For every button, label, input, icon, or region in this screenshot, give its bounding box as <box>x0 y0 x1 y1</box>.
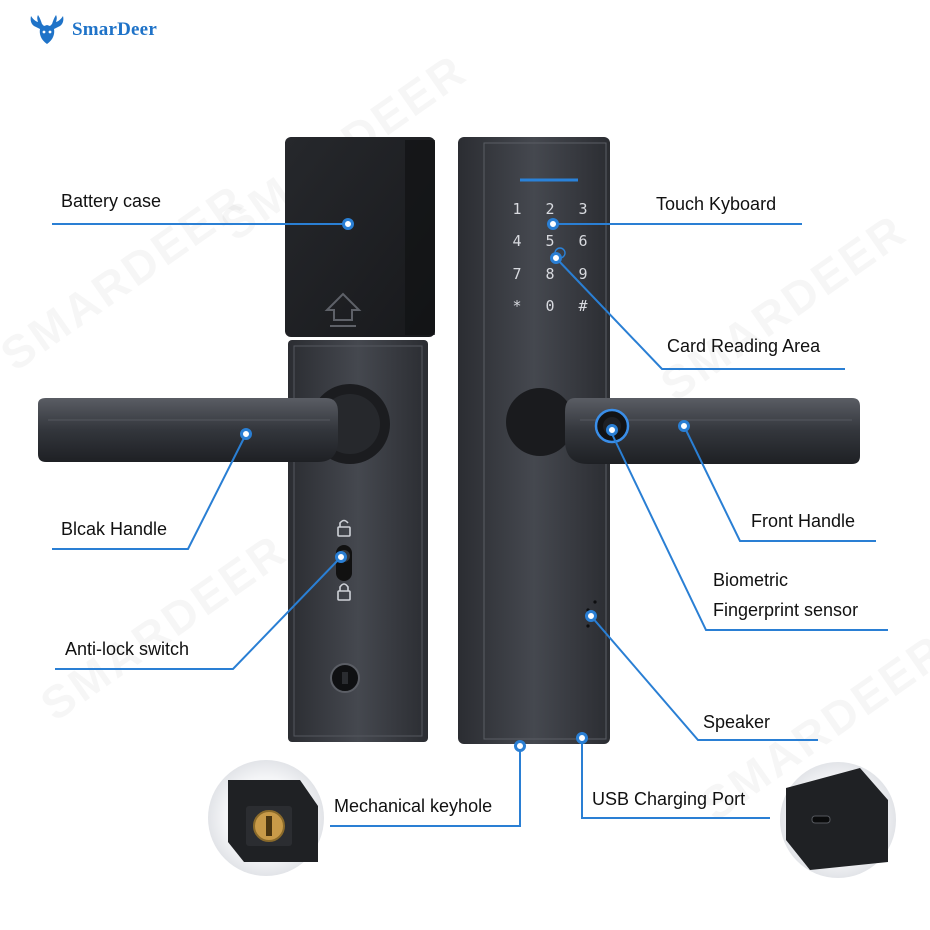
keypad-key-7: 8 <box>545 265 554 283</box>
battery-case <box>285 137 435 337</box>
keypad-key-8: 9 <box>578 265 587 283</box>
keypad-key-1: 2 <box>545 200 554 218</box>
deer-head-icon <box>30 15 64 44</box>
battery-arrow-icon <box>324 292 362 327</box>
keypad-key-4: 5 <box>545 232 554 250</box>
keyhole-closeup <box>208 760 324 876</box>
touch-keypad: 1 2 3 4 5 6 7 8 9 * 0 # <box>512 200 587 315</box>
keypad-key-9: * <box>512 297 521 315</box>
usb-port-icon <box>811 815 831 824</box>
label-front-handle: Front Handle <box>751 511 856 531</box>
front-handle <box>565 398 860 464</box>
back-lock-unit <box>38 137 435 742</box>
unlocked-padlock-icon <box>337 519 351 537</box>
keypad-key-0: 1 <box>512 200 521 218</box>
label-touch-keyboard: Touch Kyboard <box>656 194 777 214</box>
callout-dots <box>240 218 690 752</box>
callout-front-handle <box>683 425 876 542</box>
callout-speaker <box>590 615 818 741</box>
usb-port-closeup <box>780 762 896 878</box>
label-mechanical-keyhole: Mechanical keyhole <box>334 796 493 816</box>
keypad-key-10: 0 <box>545 297 554 315</box>
front-lock-unit: 1 2 3 4 5 6 7 8 9 * 0 # <box>458 137 860 744</box>
callout-back-handle <box>52 433 247 550</box>
callout-fingerprint <box>611 433 888 631</box>
keypad-key-2: 3 <box>578 200 587 218</box>
callout-keyhole <box>330 746 521 827</box>
label-speaker: Speaker <box>703 712 771 732</box>
callout-anti-lock <box>55 556 342 670</box>
front-handle-rosette <box>506 388 574 456</box>
callout-card-reading <box>555 257 845 370</box>
brand-name: SmarDeer <box>72 19 157 40</box>
keypad-key-3: 4 <box>512 232 521 250</box>
keypad-key-6: 7 <box>512 265 521 283</box>
label-usb-charging-port: USB Charging Port <box>592 789 746 809</box>
label-card-reading-area: Card Reading Area <box>667 336 821 356</box>
label-back-handle: Blcak Handle <box>61 519 168 539</box>
callout-lines <box>52 223 888 827</box>
brand-logo: SmarDeer <box>28 14 157 46</box>
keypad-key-11: # <box>578 297 587 315</box>
label-battery-case: Battery case <box>61 191 162 211</box>
callout-usb <box>581 738 770 819</box>
keypad-key-5: 6 <box>578 232 587 250</box>
locked-padlock-icon <box>337 583 351 601</box>
back-handle <box>38 398 338 462</box>
label-fingerprint-line1: Biometric <box>713 570 789 590</box>
label-fingerprint-line2: Fingerprint sensor <box>713 600 859 620</box>
label-anti-lock-switch: Anti-lock switch <box>65 639 190 659</box>
